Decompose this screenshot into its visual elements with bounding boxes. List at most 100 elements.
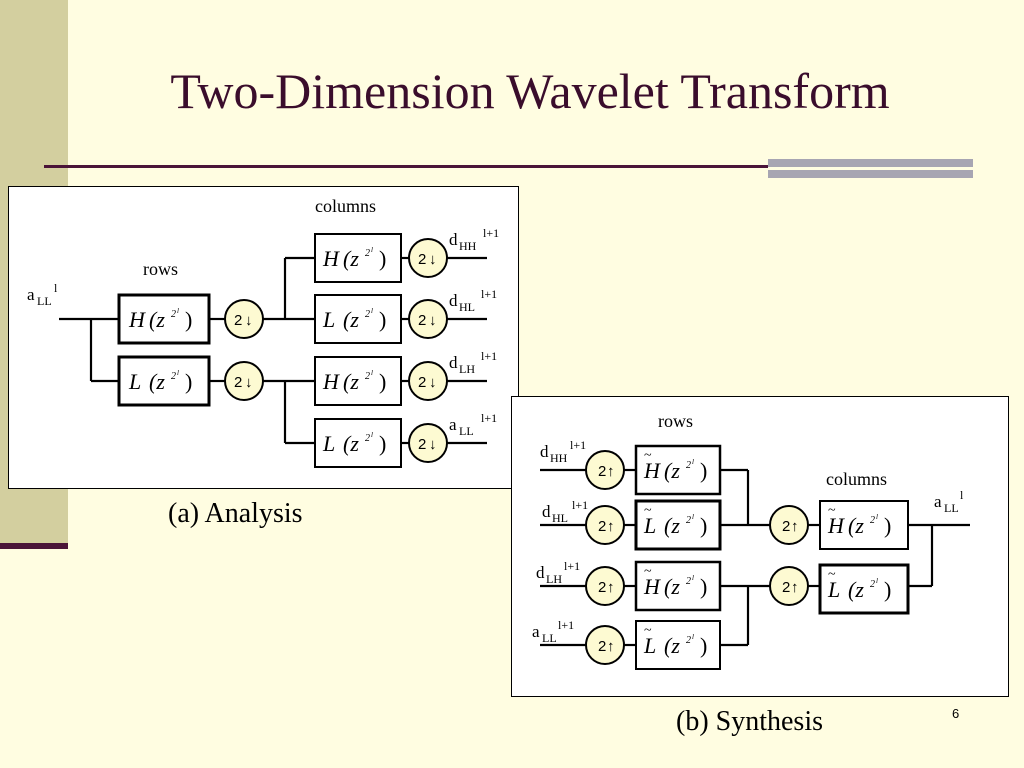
svg-text:): ) <box>700 574 707 599</box>
title-rule-accent-2 <box>768 170 973 178</box>
svg-text:l: l <box>177 369 179 377</box>
svg-text:LL: LL <box>459 424 474 438</box>
svg-text:2: 2 <box>598 518 606 535</box>
synthesis-input-dhh: d HH l+1 <box>540 438 586 465</box>
svg-text:LH: LH <box>459 362 475 376</box>
svg-text:L: L <box>322 431 335 456</box>
svg-text:H: H <box>643 574 661 599</box>
svg-text:d: d <box>449 353 458 372</box>
svg-text:LH: LH <box>546 572 562 586</box>
svg-text:a: a <box>532 622 540 641</box>
svg-text:): ) <box>379 307 386 332</box>
svg-text:(z: (z <box>343 246 359 271</box>
svg-text:l+1: l+1 <box>572 498 588 512</box>
svg-text:l: l <box>960 488 964 502</box>
svg-text:HH: HH <box>459 239 477 253</box>
analysis-downsample-1: 2 ↓ <box>224 299 264 339</box>
svg-text:(z: (z <box>149 369 165 394</box>
svg-text:↓: ↓ <box>429 251 437 268</box>
slide-title: Two-Dimension Wavelet Transform <box>170 63 890 119</box>
svg-text:l+1: l+1 <box>570 438 586 452</box>
synthesis-upsample-3: 2 ↑ <box>585 566 625 606</box>
analysis-col-filter-4: L (z 2 l ) <box>314 418 402 468</box>
analysis-col-downsample-2: 2 ↓ <box>408 299 448 339</box>
analysis-col-filter-3: H (z 2 l ) <box>314 356 402 406</box>
svg-text:l: l <box>371 369 373 377</box>
svg-text:LL: LL <box>542 631 557 645</box>
svg-text:L: L <box>322 307 335 332</box>
svg-text:l+1: l+1 <box>564 559 580 573</box>
svg-text:l+1: l+1 <box>483 226 499 240</box>
svg-text:(z: (z <box>664 513 680 538</box>
svg-text:): ) <box>185 369 192 394</box>
svg-text:2: 2 <box>782 579 790 596</box>
svg-text:(z: (z <box>664 458 680 483</box>
svg-text:↓: ↓ <box>245 374 253 391</box>
svg-text:H: H <box>643 458 661 483</box>
svg-text:2: 2 <box>782 518 790 535</box>
synthesis-col-filter-2: L ~ (z 2 l ) <box>818 563 910 615</box>
svg-text:d: d <box>542 502 551 521</box>
svg-text:l: l <box>371 431 373 439</box>
svg-text:↑: ↑ <box>607 638 615 655</box>
analysis-diagram: rows columns a LL l H (z 2 l ) L (z 2 l … <box>27 196 499 468</box>
synthesis-input-dhl: d HL l+1 <box>542 498 588 525</box>
svg-text:2: 2 <box>171 371 176 382</box>
svg-text:2: 2 <box>171 309 176 320</box>
svg-text:l: l <box>54 281 58 295</box>
svg-text:~: ~ <box>828 567 836 582</box>
svg-text:2: 2 <box>418 312 426 329</box>
svg-text:a: a <box>934 492 942 511</box>
synthesis-diagram: rows columns d HH l+1 d HL l+1 d LH l+1 … <box>532 411 970 670</box>
svg-text:(z: (z <box>343 431 359 456</box>
svg-text:~: ~ <box>828 503 836 518</box>
title-rule <box>44 165 768 168</box>
svg-text:2: 2 <box>365 433 370 444</box>
analysis-col-filter-2: L (z 2 l ) <box>314 294 402 344</box>
svg-text:l: l <box>177 307 179 315</box>
svg-text:l: l <box>371 246 373 254</box>
svg-text:~: ~ <box>644 564 652 579</box>
svg-text:↓: ↓ <box>429 374 437 391</box>
svg-text:): ) <box>884 513 891 538</box>
title-rule-accent <box>768 159 973 167</box>
synthesis-row-filter-2: L ~ (z 2 l ) <box>634 499 722 551</box>
svg-text:L: L <box>643 513 656 538</box>
synthesis-col-filter-1: H ~ (z 2 l ) <box>819 500 909 550</box>
synthesis-wires <box>540 468 970 647</box>
svg-text:l: l <box>876 577 878 585</box>
analysis-row-filter-h: H (z 2 l ) <box>117 293 211 345</box>
synthesis-panel: rows columns d HH l+1 d HL l+1 d LH l+1 … <box>511 396 1009 697</box>
analysis-col-downsample-3: 2 ↓ <box>408 361 448 401</box>
svg-text:l+1: l+1 <box>481 287 497 301</box>
svg-text:↑: ↑ <box>607 463 615 480</box>
svg-text:2: 2 <box>598 463 606 480</box>
synthesis-caption: (b) Synthesis <box>676 706 823 737</box>
svg-text:(z: (z <box>149 307 165 332</box>
svg-text:2: 2 <box>686 635 691 646</box>
svg-text:(z: (z <box>664 574 680 599</box>
synthesis-row-filter-3: H ~ (z 2 l ) <box>634 560 722 612</box>
svg-text:~: ~ <box>644 623 652 638</box>
svg-text:L: L <box>128 369 141 394</box>
svg-text:): ) <box>700 513 707 538</box>
svg-text:d: d <box>449 291 458 310</box>
svg-text:HL: HL <box>459 300 475 314</box>
svg-text:2: 2 <box>686 576 691 587</box>
synthesis-col-upsample-2: 2 ↑ <box>769 566 809 606</box>
svg-text:↑: ↑ <box>607 579 615 596</box>
svg-text:): ) <box>884 577 891 602</box>
svg-text:2: 2 <box>418 436 426 453</box>
synthesis-row-filter-1: H ~ (z 2 l ) <box>634 444 722 496</box>
svg-text:): ) <box>379 431 386 456</box>
analysis-row-filter-l: L (z 2 l ) <box>117 355 211 407</box>
analysis-output-dlh: d LH l+1 <box>449 349 497 376</box>
svg-text:d: d <box>536 563 545 582</box>
svg-text:2: 2 <box>234 374 242 391</box>
svg-text:): ) <box>379 246 386 271</box>
svg-text:~: ~ <box>644 503 652 518</box>
svg-text:2: 2 <box>598 638 606 655</box>
svg-text:l: l <box>876 513 878 521</box>
svg-text:↓: ↓ <box>429 312 437 329</box>
svg-text:H: H <box>322 369 340 394</box>
